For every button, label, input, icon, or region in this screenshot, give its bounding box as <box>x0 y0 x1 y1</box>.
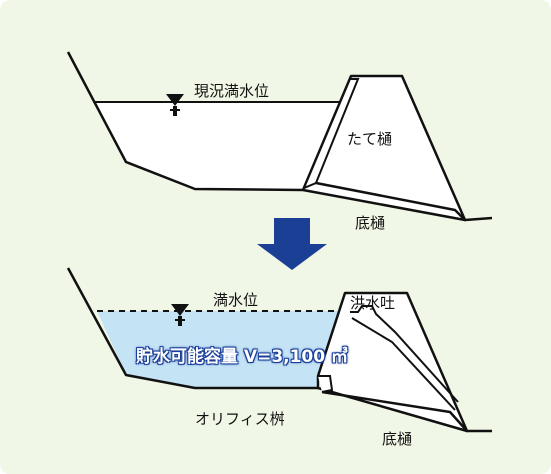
bottom-spillway-channel <box>350 305 459 403</box>
top-reservoir-water <box>95 102 352 190</box>
top-bottom-conduit <box>315 181 493 222</box>
bottom-water-level-label: 満水位 <box>213 291 259 309</box>
top-intake-tower <box>302 78 360 190</box>
down-arrow-icon <box>257 218 327 270</box>
top-water-level-marker-icon <box>166 94 184 116</box>
bottom-bottom-conduit <box>321 390 492 433</box>
bottom-spillway-channel-lower <box>351 317 456 411</box>
top-intake-tower-label: たて樋 <box>347 130 393 148</box>
top-ground-line <box>66 51 304 192</box>
top-water-level-label: 現況満水位 <box>194 82 270 100</box>
top-diagram <box>66 51 493 222</box>
bottom-capacity-label: 貯水可能容量 V=3,100 ㎥ <box>136 347 349 367</box>
bottom-storage-area <box>97 311 348 388</box>
bottom-diagram <box>66 267 492 433</box>
bottom-spillway-label: 洪水吐 <box>350 294 396 312</box>
bottom-ground-line <box>66 267 318 390</box>
bottom-orifice-label: オリフィス桝 <box>195 410 285 428</box>
bottom-bottom-conduit-label: 底樋 <box>382 430 413 448</box>
bottom-orifice-box <box>318 375 334 393</box>
top-bottom-conduit-label: 底樋 <box>355 214 386 232</box>
bottom-water-level-marker-icon <box>171 304 189 326</box>
